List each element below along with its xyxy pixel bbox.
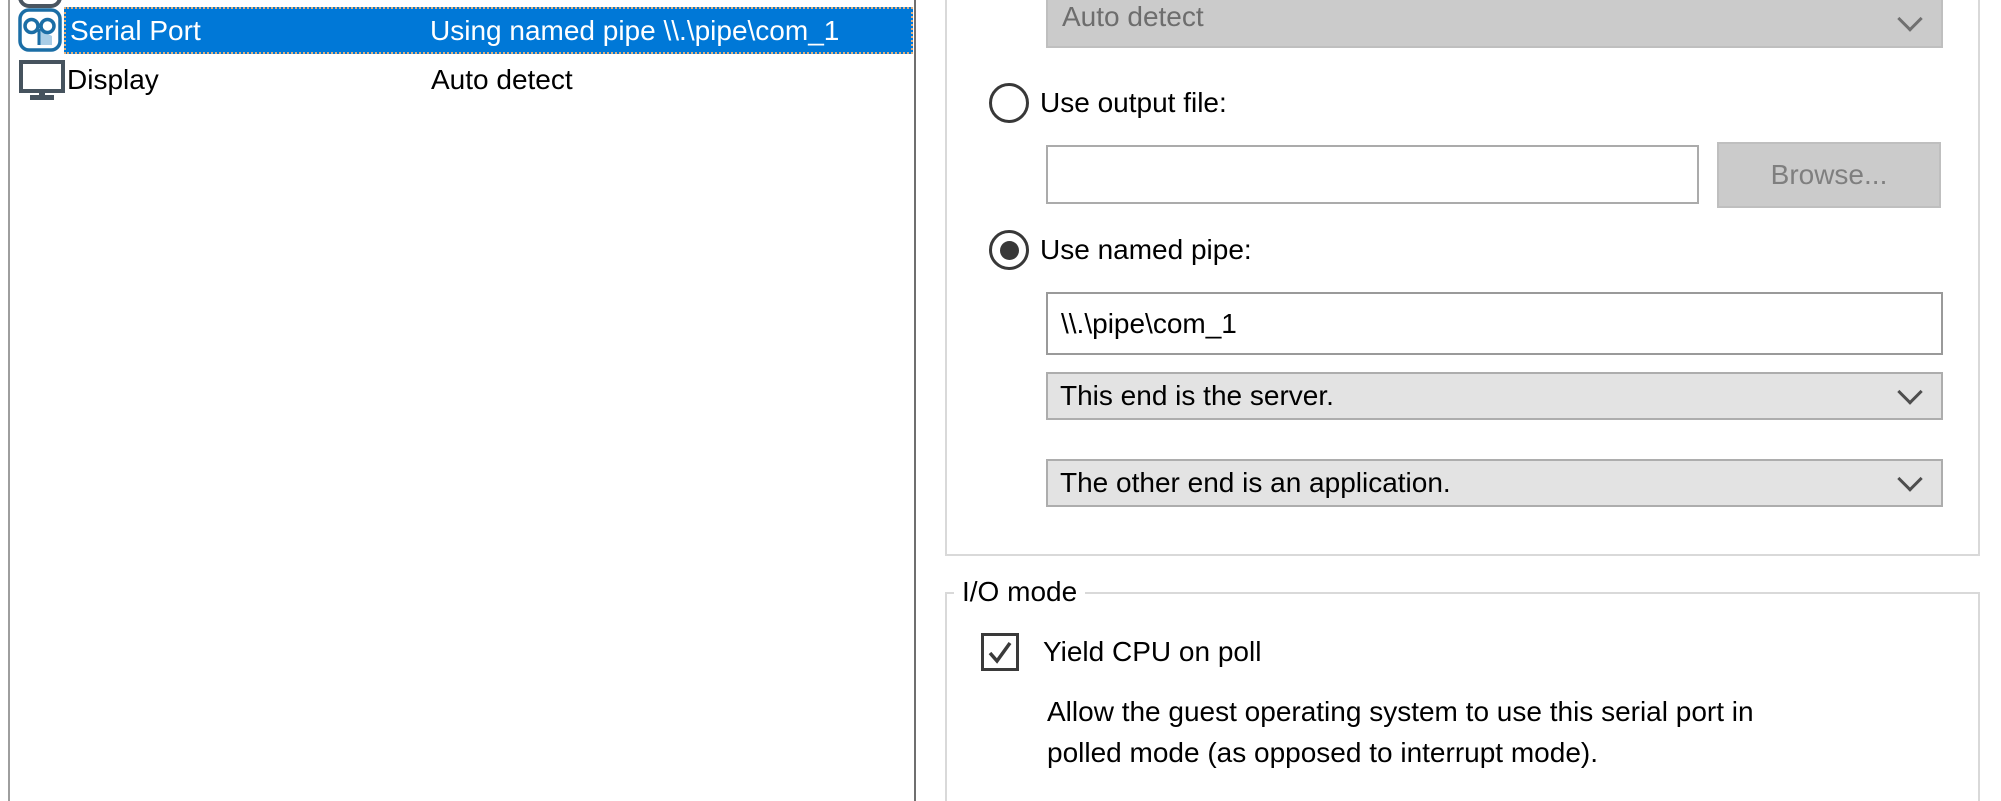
io-mode-group-label: I/O mode xyxy=(954,574,1086,610)
io-mode-groupbox xyxy=(945,592,1980,801)
radio-selected-dot xyxy=(999,240,1019,260)
hardware-list-row-display[interactable]: Display xyxy=(67,64,159,95)
io-mode-description-line1: Allow the guest operating system to use … xyxy=(1047,696,1754,727)
hardware-list-border xyxy=(914,0,916,801)
yield-cpu-label[interactable]: Yield CPU on poll xyxy=(1043,636,1262,667)
pipe-peer-select[interactable]: The other end is an application. xyxy=(1046,459,1943,507)
connection-groupbox xyxy=(945,0,1980,556)
device-name: Serial Port xyxy=(70,15,201,46)
selected-value: The other end is an application. xyxy=(1060,467,1451,498)
use-output-file-radio[interactable] xyxy=(989,83,1029,123)
chevron-down-icon xyxy=(1897,6,1923,32)
pipe-role-select[interactable]: This end is the server. xyxy=(1046,372,1943,420)
chevron-down-icon xyxy=(1897,379,1923,405)
cropped-device-icon xyxy=(18,0,62,15)
named-pipe-input[interactable] xyxy=(1046,292,1943,355)
display-icon xyxy=(18,58,66,109)
use-output-file-label[interactable]: Use output file: xyxy=(1040,87,1227,118)
io-mode-description-line2: polled mode (as opposed to interrupt mod… xyxy=(1047,737,1598,768)
use-named-pipe-label[interactable]: Use named pipe: xyxy=(1040,234,1252,265)
dialog-left-edge xyxy=(8,0,10,801)
serial-port-icon xyxy=(18,8,62,59)
browse-button[interactable]: Browse... xyxy=(1717,142,1941,208)
device-summary: Using named pipe \\.\pipe\com_1 xyxy=(430,15,840,46)
output-file-input[interactable] xyxy=(1046,145,1699,204)
yield-cpu-checkbox[interactable] xyxy=(981,633,1019,671)
selected-value: Auto detect xyxy=(1062,1,1204,32)
hardware-list-row-serial-port[interactable]: Serial Port Using named pipe \\.\pipe\co… xyxy=(64,7,913,54)
chevron-down-icon xyxy=(1897,466,1923,492)
use-named-pipe-radio[interactable] xyxy=(989,230,1029,270)
physical-serial-port-select: Auto detect xyxy=(1046,0,1943,48)
selected-value: This end is the server. xyxy=(1060,380,1334,411)
checkmark-icon xyxy=(988,641,1012,664)
device-summary: Auto detect xyxy=(431,64,573,95)
